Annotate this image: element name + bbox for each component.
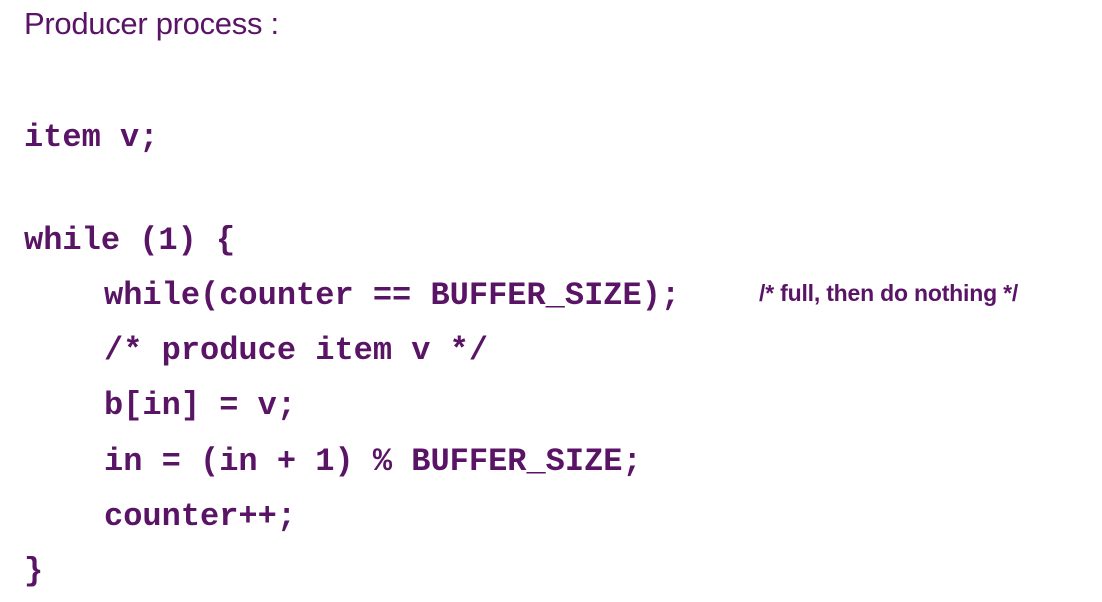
code-line-wait-loop: while(counter == BUFFER_SIZE); bbox=[104, 277, 681, 314]
code-line-declaration: item v; bbox=[24, 119, 159, 156]
slide-title: Producer process : bbox=[24, 6, 279, 41]
code-line-increment: counter++; bbox=[104, 498, 297, 535]
code-line-while-open: while (1) { bbox=[24, 222, 236, 259]
wait-loop-comment: /* full, then do nothing */ bbox=[759, 280, 1019, 306]
code-line-close-brace: } bbox=[24, 553, 44, 590]
code-line-store: b[in] = v; bbox=[104, 387, 297, 424]
code-line-advance: in = (in + 1) % BUFFER_SIZE; bbox=[104, 443, 642, 480]
code-line-produce-comment: /* produce item v */ bbox=[104, 332, 489, 369]
